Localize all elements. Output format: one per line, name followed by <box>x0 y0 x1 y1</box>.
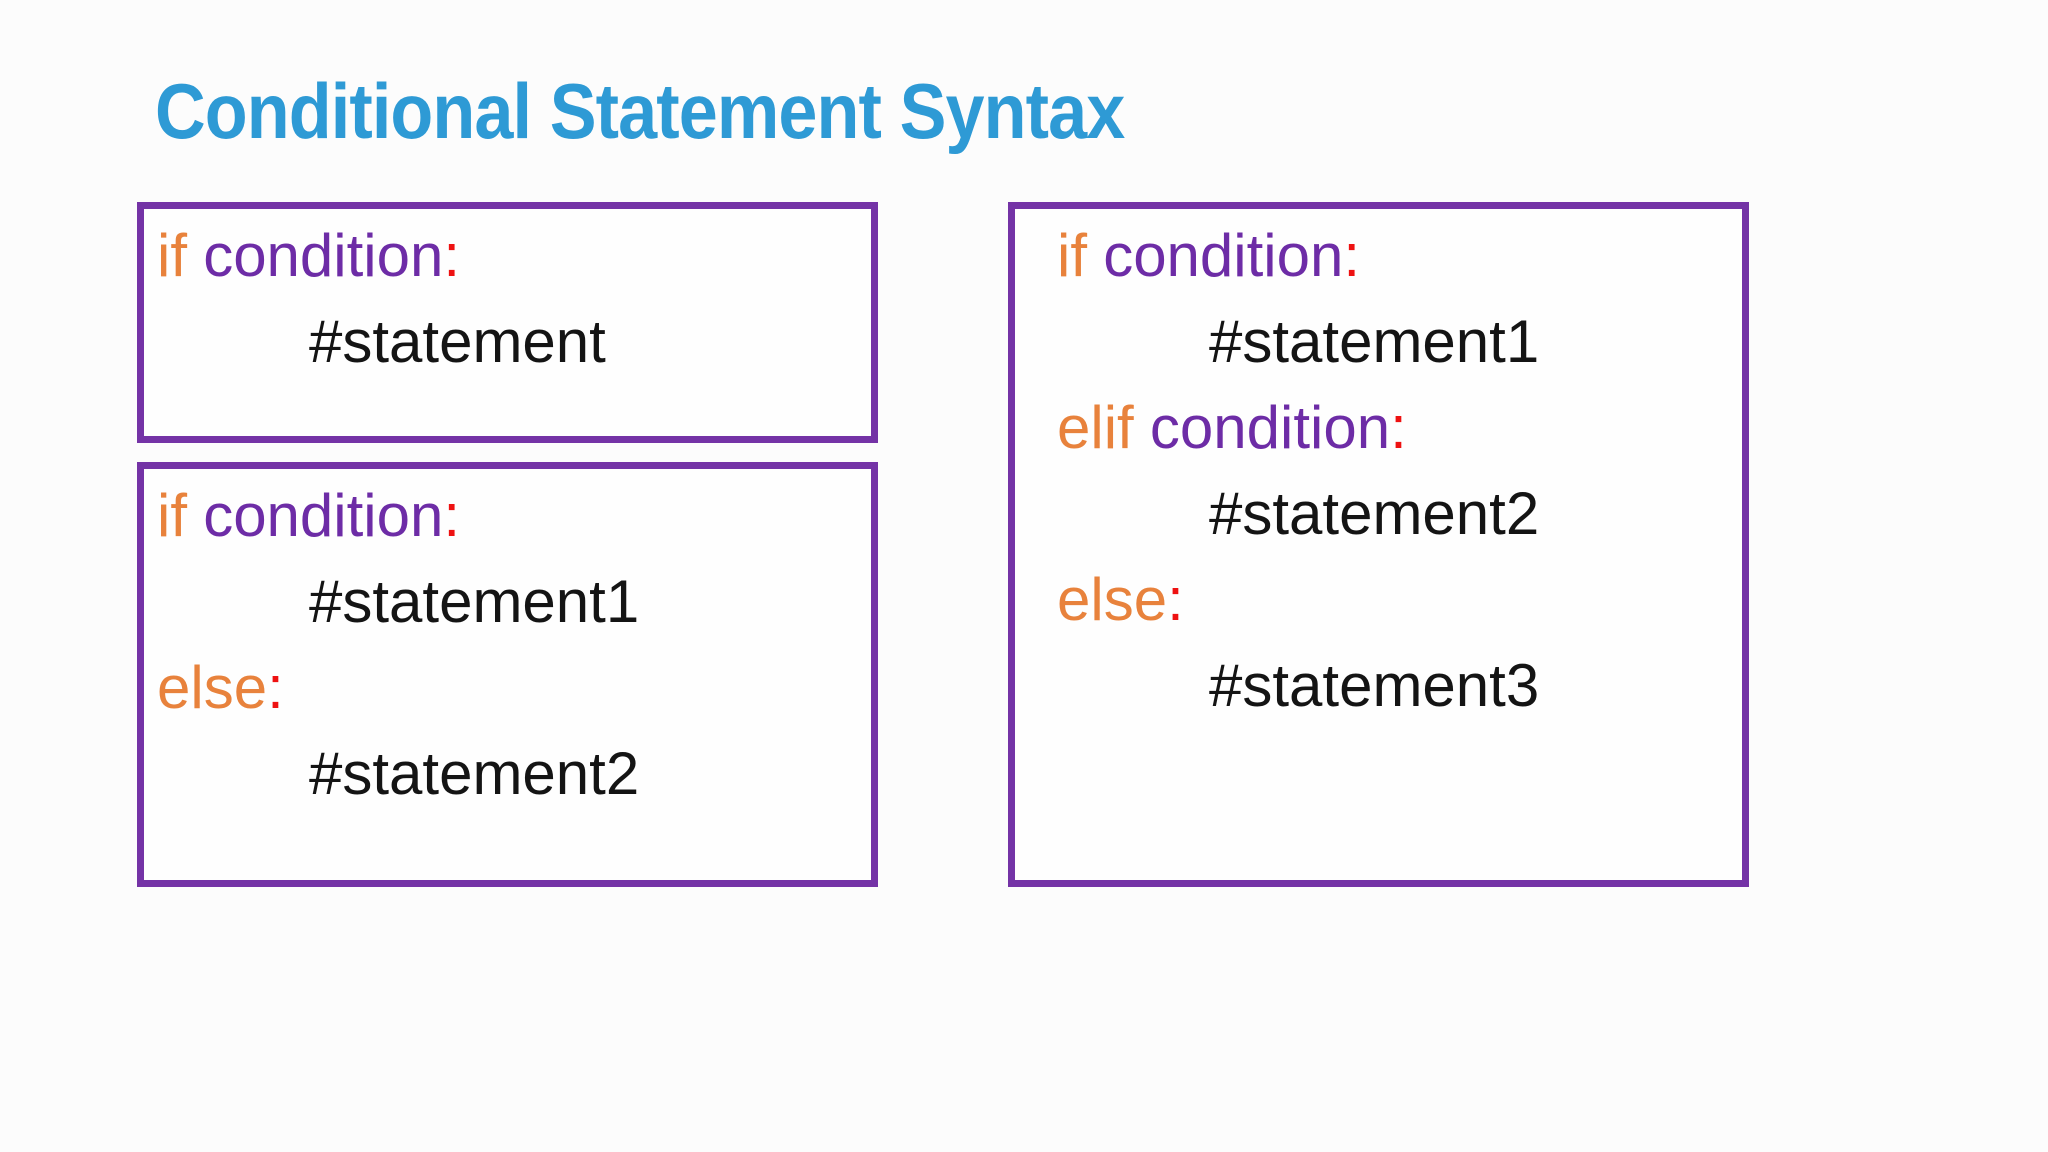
colon-token: : <box>443 482 461 549</box>
statement-line: #statement1 <box>309 568 640 635</box>
colon-token: : <box>267 654 284 721</box>
colon-token: : <box>1167 566 1184 633</box>
keyword-else: else <box>157 654 268 721</box>
statement-line: #statement3 <box>1209 652 1540 719</box>
keyword-if: if <box>157 222 187 289</box>
statement-line: #statement1 <box>1209 308 1540 375</box>
statement-line: #statement2 <box>1209 480 1540 547</box>
keyword-elif: elif <box>1057 394 1134 461</box>
keyword-if: if <box>157 482 187 549</box>
statement-line: #statement2 <box>309 740 640 807</box>
colon-token: : <box>443 222 461 289</box>
colon-token: : <box>1343 222 1361 289</box>
statement-line: #statement <box>309 308 606 375</box>
keyword-if: if <box>1057 222 1087 289</box>
keyword-else: else <box>1057 566 1168 633</box>
page-title: Conditional Statement Syntax <box>155 67 1125 155</box>
condition-token: condition <box>203 222 444 289</box>
condition-token: condition <box>203 482 444 549</box>
code-line-else-header: else: <box>1057 557 1742 643</box>
condition-token: condition <box>1103 222 1344 289</box>
condition-token: condition <box>1149 394 1391 461</box>
code-line-else-header: else: <box>157 645 871 731</box>
colon-token: : <box>1390 394 1407 461</box>
